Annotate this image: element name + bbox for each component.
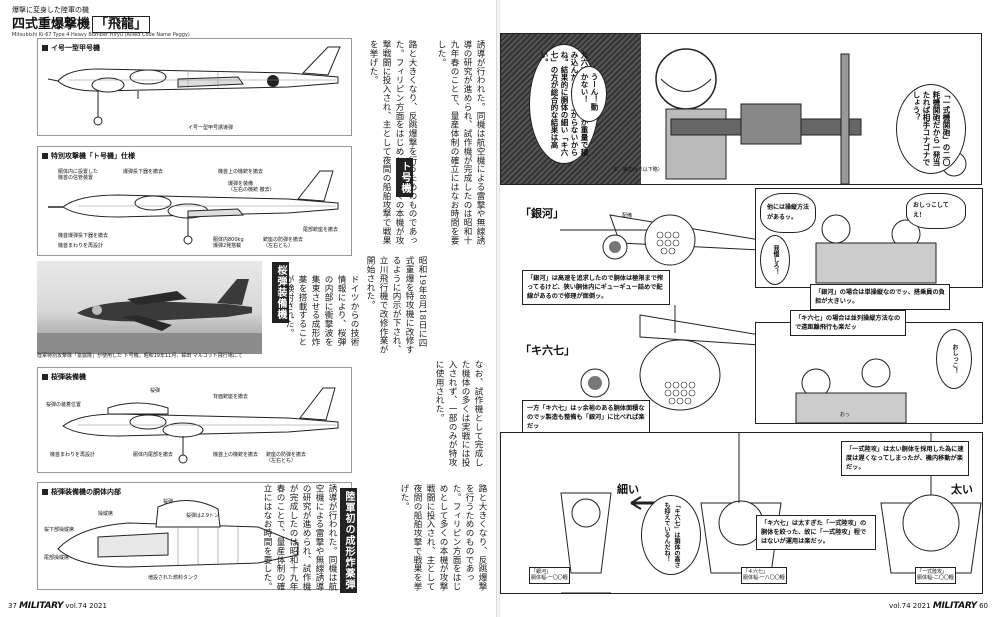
left-footer: 37 MILITARY vol.74 2021 <box>8 601 107 611</box>
series-label: 爆撃に変身した陸軍の機 <box>12 6 89 14</box>
cross-section-label: 「一式陸攻」 胴体幅-二〇〇糎 <box>915 567 956 584</box>
section-heading: 桜弾装備機 <box>272 262 289 323</box>
figure-sakura-dan-interior: 桜弾装備機の胴体内部 桜弾 操縦席 桜弾は2.9トン 桜下部操縦席 尾部操縦席 … <box>37 482 352 590</box>
body-text-column: 昭和19年8月18日に四式重爆を特攻機に改修するように内示が下され、立川飛行機で… <box>365 256 427 354</box>
info-box-ginga-cockpit: 「銀河」の場合は単操縦なのでッ、搭乗員の負担が大きいッ。 <box>810 284 950 310</box>
figure-caption: 桜弾装備機の胴体内部 <box>42 487 121 497</box>
figure-label: 胴体内尾部を撤去 <box>133 452 174 458</box>
left-page: 爆撃に変身した陸軍の機 四式重爆撃機「飛龍」 Mitsubishi Ki-67 … <box>0 0 496 617</box>
figure-label: 胴体内800kg 爆弾2発搭載 <box>213 237 244 250</box>
figure-sakura-dan: 桜弾装備機 桜弾の装着位置 桜弾 機首まわりを再設計 機首上の機銃を撤去 背面銃… <box>37 367 352 473</box>
info-box-isshiki: 「一式陸攻」は太い胴体を採用した為に速度は遅くなってしまったが、機内移動が楽だッ… <box>841 441 969 476</box>
figure-label: 銃座の防弾を撤去 （左右とも） <box>266 452 307 465</box>
cross-section-label: 「銀河」 胴体幅-一〇〇糎 <box>529 567 570 584</box>
body-text-column: なお、試作機として完成した機体の多くは実戦には投入されず、一部のみが特攻に使用さ… <box>434 360 483 467</box>
haichi-label: 配備 <box>622 213 633 219</box>
body-text-column: 誘導が行われた。同機は航空機による雷撃や無線誘導の研究が進められ、試作機が完成し… <box>436 40 485 245</box>
figure-label: 増設された燃料タンク <box>148 575 199 581</box>
figure-caption: 特別攻撃機「ト号機」仕様 <box>42 151 135 161</box>
comic-panel-cockpit-ginga: 他には操縦方法があるッ。 おしっこしてえ！ 我慢しろ！ <box>755 188 983 288</box>
aircraft-photo <box>37 261 262 354</box>
figure-label: 操縦席 <box>98 511 114 517</box>
volume-label: vol.74 2021 <box>65 602 107 610</box>
volume-label: vol.74 2021 <box>889 602 931 610</box>
photo-aircraft-silhouette <box>37 279 262 354</box>
aircraft-cutaway-drawing <box>57 499 299 568</box>
figure-label: 機首まわりを再設計 <box>50 452 96 458</box>
page-number: 60 <box>979 602 988 610</box>
page-number: 37 <box>8 602 17 610</box>
comic-note: ま、実力は（以下略） <box>613 167 663 173</box>
body-text-column: 路と大きくなり、反跳爆撃を行うためのものであった。フィリピン方面をはじめとして多… <box>399 484 487 591</box>
speech-balloon: 他には操縦方法があるッ。 <box>760 193 816 233</box>
body-text-column: ドイツからの技術情報により、桜弾の内部に衝撃波を集束させる成形炸薬を搭載すること… <box>284 275 359 347</box>
ki67-label: 「キ六七」 <box>520 344 575 357</box>
figure-label: 背面銃座を撤去 <box>213 394 249 400</box>
info-box-ki67-narrow: 「キ六七」は太すぎた「一式陸攻」の胴体を絞った、故に「一式陸攻」程ではないが運用… <box>756 515 876 550</box>
speech-balloon: 我慢しろ！ <box>760 235 790 285</box>
figure-label: 桜弾は2.9トン <box>186 513 219 519</box>
fuselage-comparison-drawing <box>560 214 760 411</box>
aircraft-drawing <box>47 46 341 126</box>
info-box-ginga: 「銀河」は高速を追求したので胴体は極限まで搾ってるけど、狭い胴体内にギューギュー… <box>522 270 670 305</box>
body-text-column: 路と大きくなり、反跳爆撃を行うためのものであった。フィリピン方面をはじめとして多… <box>368 40 417 245</box>
figure-i-go: イ号一型甲号機 イ号一型甲号誘導弾 <box>37 38 352 136</box>
photo-caption: 陸軍特別攻撃隊「富嶽隊」が使用した ト号機。昭和19年11月、鉾田 マルコット飛… <box>37 353 243 359</box>
figure-label: 機首上の機銃を撤去 <box>213 452 259 458</box>
speech-balloon: 「キ六七」は胴体の高さも抑えているんだね！ <box>641 495 701 575</box>
figure-label: 銃座の防弾を撤去 （左右とも） <box>263 237 304 250</box>
body-text-column: 誘導が行われた。同機は航空機による雷撃や無線誘導の研究が進められ、試作機が完成し… <box>264 484 337 591</box>
magazine-brand: MILITARY <box>932 601 977 611</box>
title-box: 「飛龍」 <box>92 16 151 33</box>
speech-balloon: 「一式機関砲」の二〇粍機関砲だから一発当たれば相手コナゴナでしょう？ <box>896 84 966 174</box>
cross-section-label: 「キ六七」 胴体幅-一八〇〇糎 <box>741 567 787 584</box>
info-box-ki67: 一方「キ六七」はッ余裕のある胴体面積なのでッ製造も整備も「銀河」に比べれば楽だッ <box>522 400 650 435</box>
aircraft-drawing <box>48 170 339 245</box>
figure-label: 桜弾の装着位置 <box>46 402 82 408</box>
cockpit-illustration <box>815 214 937 284</box>
figure-label: 桜下部操縦席 <box>44 527 75 533</box>
figure-to-go: 特別攻撃機「ト号機」仕様 胴体内に設置した 機首の信管装置 爆弾投下器を撤去 機… <box>37 146 352 256</box>
comic-panel-top: 九六式は威力があるが重量で積み込んだら持ち上がらないからね。結果的に胴体の細い「… <box>500 33 982 185</box>
figure-label: 桜弾 <box>163 499 174 505</box>
figure-label: 爆弾投下器を撤去 <box>123 169 164 175</box>
figure-label: 機首爆弾投下器を撤去 <box>58 233 109 239</box>
figure-label: 機首上の機銃を撤去 <box>218 169 264 175</box>
info-box-ki67-cockpit: 「キ六七」の場合は並列操縦方法なので遠距離飛行も楽だッ <box>790 310 906 336</box>
comic-panel-fuselage-comparison: 細い 太い 「一式陸攻」は太い胴体を採用した為に速度は遅くなってしまったが、機内… <box>500 432 983 594</box>
figure-label: 機首まわりを再設計 <box>58 243 104 250</box>
thick-label: 太い <box>951 483 973 496</box>
figure-label: 尾部操縦席 <box>44 555 70 561</box>
ginga-label: 「銀河」 <box>520 207 564 220</box>
article-subtitle-en: Mitsubishi Ki-67 Type 4 Heavy Bomber Hir… <box>12 32 190 38</box>
comic-panel-cockpit-ki67: おしっこ！ おっ <box>755 322 983 424</box>
magazine-brand: MILITARY <box>19 601 64 611</box>
page-gutter <box>496 0 500 617</box>
speech-balloon: おしっこ！ <box>936 329 972 389</box>
figure-caption: イ号一型甲号機 <box>42 43 100 53</box>
figure-caption: 桜弾装備機 <box>42 372 86 382</box>
figure-label: イ号一型甲号誘導弾 <box>188 125 234 131</box>
thin-label: 細い <box>617 483 639 496</box>
right-footer: vol.74 2021 MILITARY 60 <box>889 601 988 611</box>
article-title: 四式重爆撃機「飛龍」 <box>12 13 151 33</box>
comic-illustration <box>655 48 967 184</box>
figure-label: 爆弾を装備 （左右の機銃 撤去） <box>228 181 275 194</box>
figure-label: 尾部銃座を撤去 <box>303 227 339 233</box>
figure-label: 桜弾 <box>150 388 161 394</box>
speech-balloon: うーん！動かない！ <box>571 66 607 122</box>
cockpit-illustration <box>795 358 907 424</box>
speech-balloon: おしっこしてえ！ <box>906 193 966 229</box>
title-text: 四式重爆撃機 <box>12 17 91 32</box>
aircraft-drawing <box>62 387 339 464</box>
section-heading: ト号機 <box>396 158 413 197</box>
figure-label: 胴体内に設置した 機首の信管装置 <box>58 169 99 182</box>
section-heading: 陸軍初の成形炸薬弾 <box>340 488 357 593</box>
right-page: 九六式は威力があるが重量で積み込んだら持ち上がらないからね。結果的に胴体の細い「… <box>500 0 1000 617</box>
comic-note: おっ <box>840 412 851 418</box>
